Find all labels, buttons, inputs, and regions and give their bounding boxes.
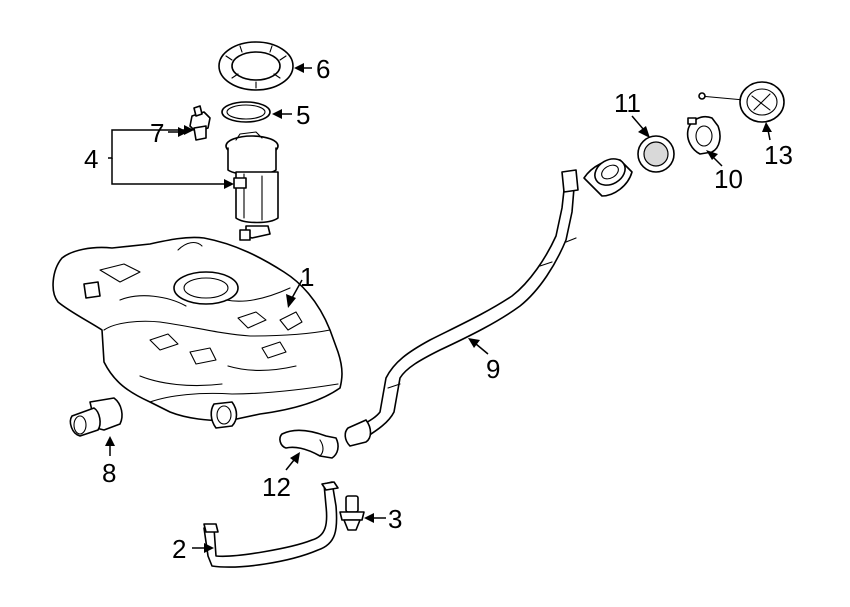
callout-8: 8 [102, 458, 116, 488]
callout-7: 7 [150, 118, 164, 148]
callout-4: 4 [84, 144, 98, 174]
tank-strap [203, 481, 339, 568]
filler-hose [279, 429, 339, 459]
filler-neck-housing [686, 115, 721, 155]
callout-12: 12 [262, 472, 291, 502]
fuel-cap [698, 81, 785, 123]
pump-connector [189, 105, 211, 141]
callout-9: 9 [486, 354, 500, 384]
fuel-pump-assembly [225, 131, 279, 241]
leaders [105, 63, 772, 553]
vapor-valve [69, 397, 123, 437]
fuel-tank [52, 236, 343, 429]
grommet [637, 135, 675, 173]
lock-ring [218, 41, 294, 91]
pump-seal-ring [221, 101, 271, 123]
filler-pipe [344, 158, 633, 447]
callout-5: 5 [296, 100, 310, 130]
callout-13: 13 [764, 140, 793, 170]
leader-7 [168, 127, 188, 137]
callout-10: 10 [714, 164, 743, 194]
strap-bolt [339, 495, 365, 531]
callout-2: 2 [172, 534, 186, 564]
callout-11: 11 [614, 88, 641, 118]
callout-labels: 1 2 3 4 5 6 7 8 9 10 11 12 13 [84, 54, 793, 564]
callout-6: 6 [316, 54, 330, 84]
callout-1: 1 [300, 262, 314, 292]
callout-3: 3 [388, 504, 402, 534]
